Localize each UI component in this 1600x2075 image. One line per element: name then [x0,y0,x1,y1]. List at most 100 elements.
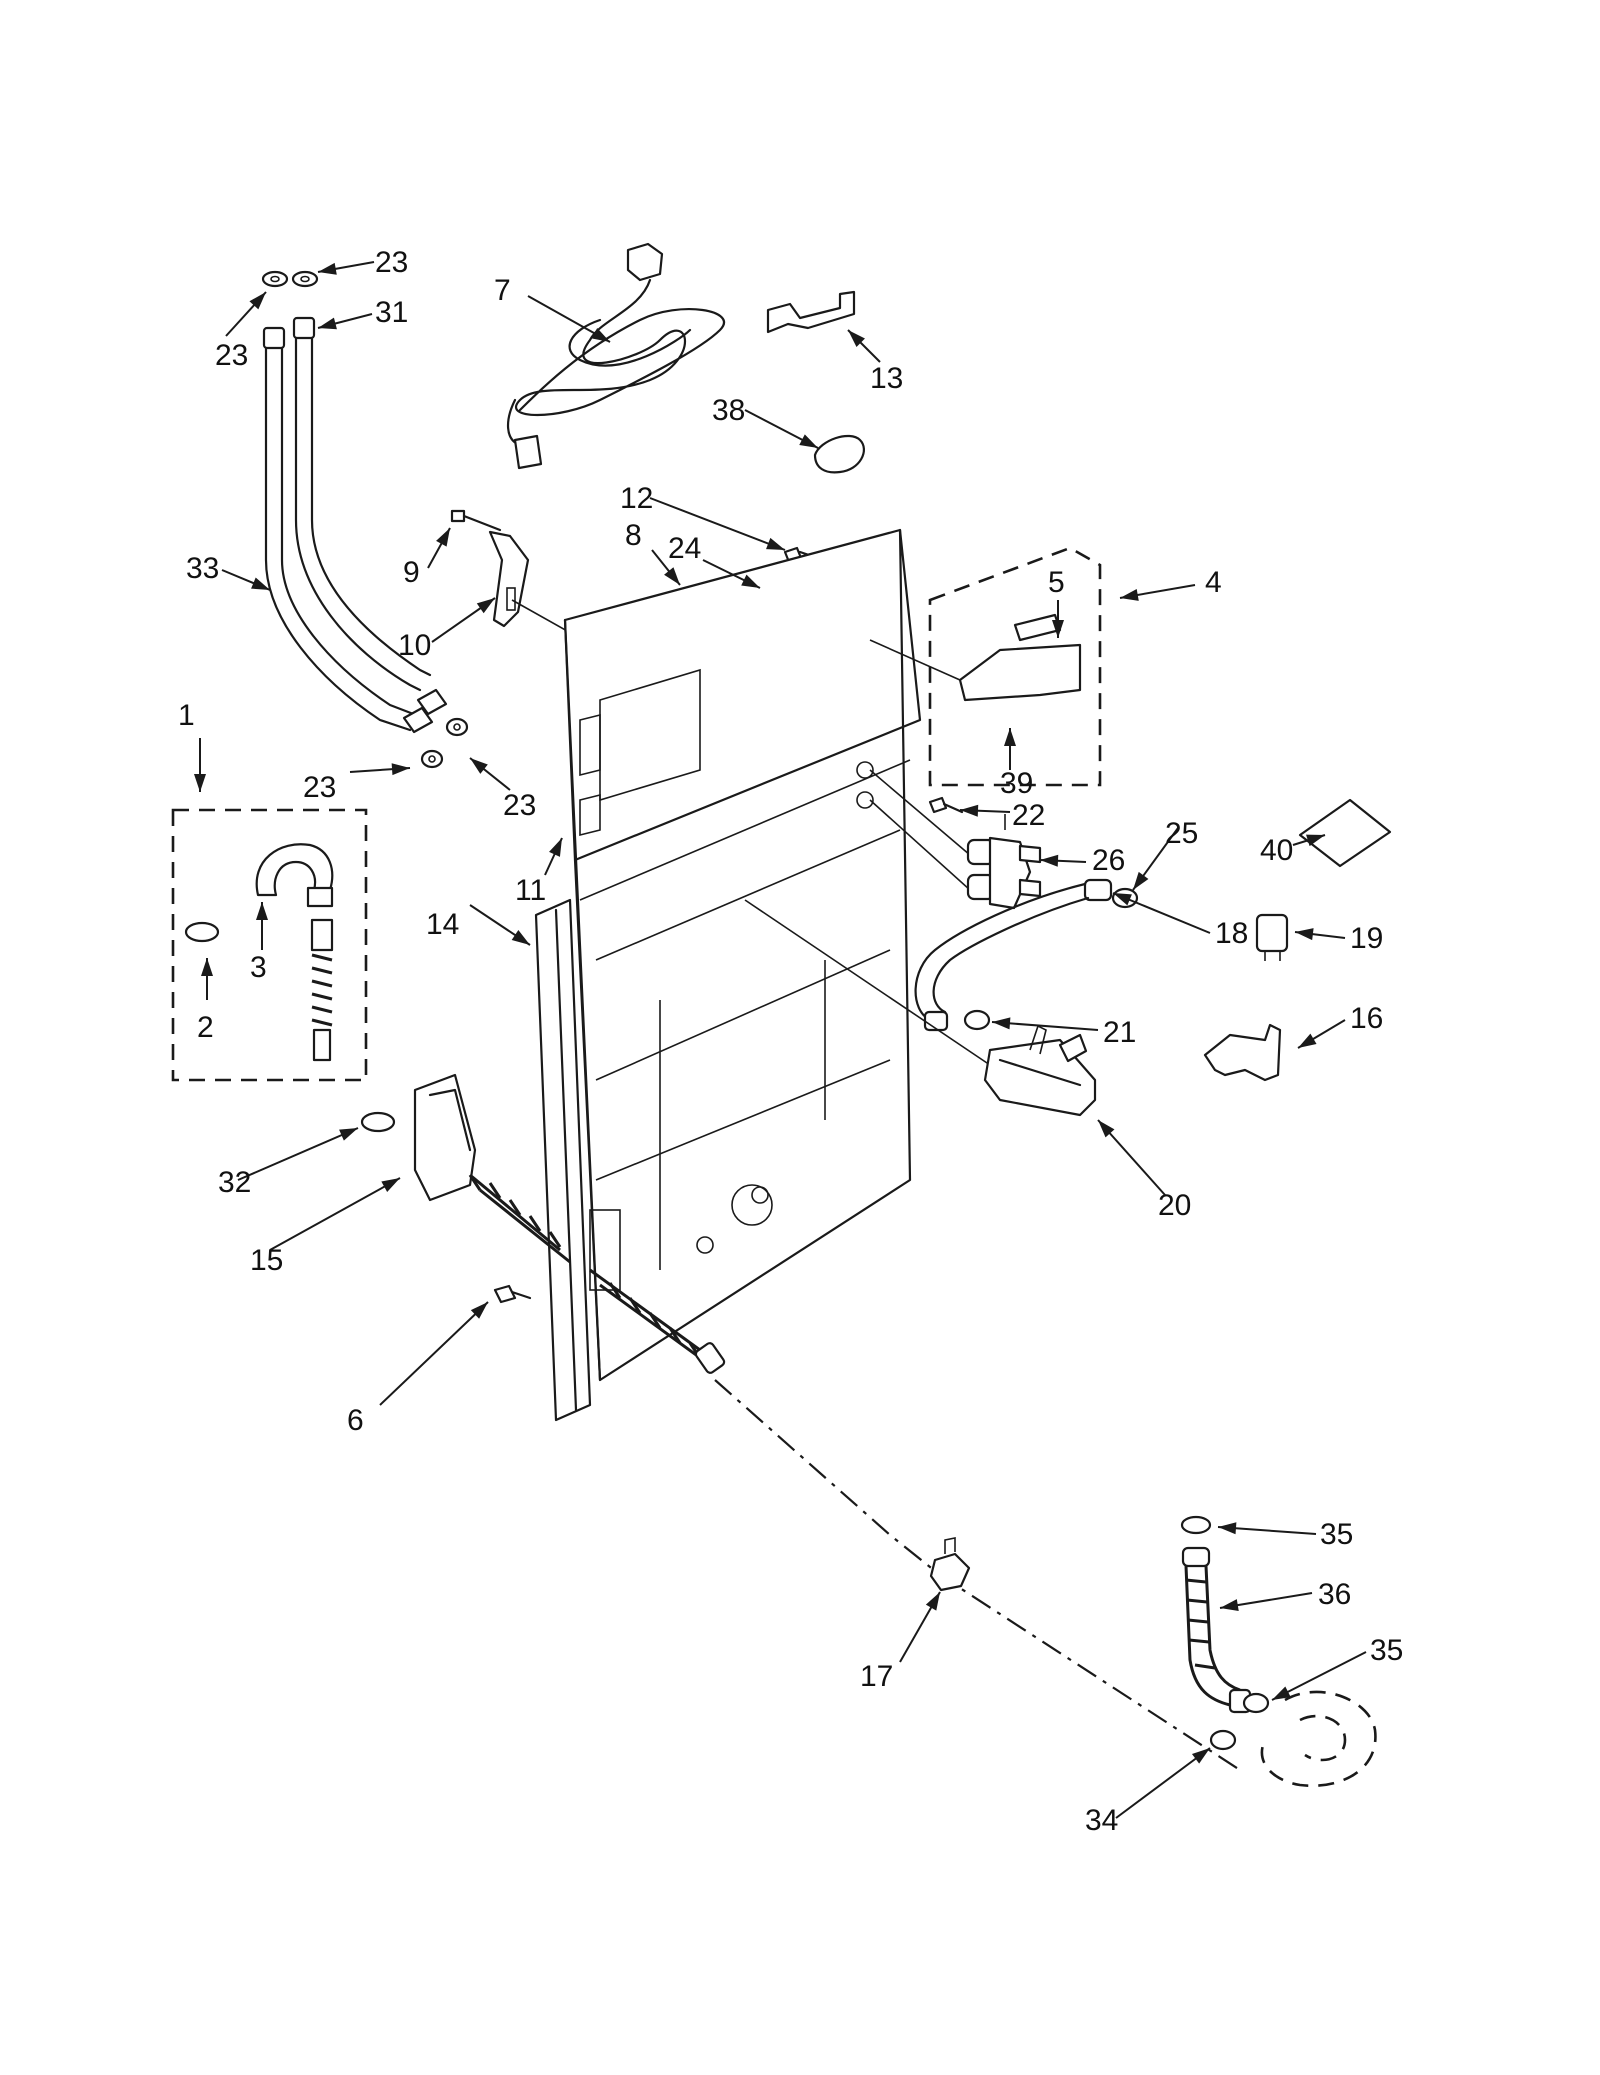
callout-10: 10 [398,629,431,662]
callout-19: 19 [1350,922,1383,955]
clip-38-part [813,434,865,474]
power-cord-part [507,242,725,470]
bracket-16-part [1203,1023,1282,1082]
callout-23-top-right: 23 [375,246,408,279]
outlet-hose-36-part [1181,1546,1252,1714]
callout-21: 21 [1103,1016,1136,1049]
leader-arrowhead [1052,620,1064,638]
callout-40: 40 [1260,834,1293,867]
leader-arrowhead [201,958,213,976]
leader-arrowhead [1295,928,1314,941]
callout-3: 3 [250,951,267,984]
clamp-34-part [1209,1729,1237,1751]
leader-line [237,1127,359,1181]
inlet-hoses-part [262,316,448,734]
leader-arrowhead [339,1128,358,1141]
capacitor-19-part [1255,913,1289,961]
side-rail-part [534,898,592,1422]
screw-6-part [493,1284,532,1304]
bracket-13-part [766,290,856,334]
callout-14: 14 [426,908,459,941]
callout-23-mid-right: 23 [503,789,536,822]
kit-4-part [869,546,1102,787]
leader-arrowhead [1113,893,1132,906]
leader-arrowhead [1004,728,1016,746]
callout-18: 18 [1215,917,1248,950]
drain-hose-part [468,1173,726,1374]
callout-7: 7 [494,274,511,307]
leader-arrowhead [1040,854,1059,867]
dispenser-20-part [744,899,1097,1117]
callout-36: 36 [1318,1578,1351,1611]
callout-23-mid-left: 23 [303,771,336,804]
rear-panel-part [563,528,922,1382]
leader-arrowhead [251,577,270,590]
clamp-35-top-part [1180,1515,1212,1535]
callout-23-top-left: 23 [215,339,248,372]
callout-35-top: 35 [1320,1518,1353,1551]
drain-routing-line [714,1379,1241,1771]
leader-arrowhead [1120,589,1139,601]
leader-arrowhead [256,902,268,920]
callout-26: 26 [1092,844,1125,877]
callout-38: 38 [712,394,745,427]
callout-24: 24 [668,532,701,565]
connector-17-part [929,1537,971,1592]
callout-15: 15 [250,1244,283,1277]
leader-arrowhead [391,763,410,776]
callout-25: 25 [1165,817,1198,850]
leader-arrowhead [848,330,865,347]
callout-1: 1 [178,699,195,732]
callout-16: 16 [1350,1002,1383,1035]
leader-arrowhead [664,567,680,585]
washer-23-bottom-part [420,717,469,769]
leader-arrowhead [1191,1748,1210,1764]
clamp-21-part [963,1009,991,1031]
cover-15-part [413,1073,477,1202]
leader-arrowhead [1218,1522,1237,1535]
leader-arrowhead [1220,1599,1239,1612]
leader-line [379,1301,489,1406]
pump-outline-part [1260,1690,1377,1788]
leader-arrowhead [799,434,818,448]
leader-lines [194,261,1367,1819]
leader-arrowhead [1298,1033,1317,1048]
leader-arrowhead [318,262,337,275]
callout-31: 31 [375,296,408,329]
leader-arrowhead [318,317,337,330]
leader-line [269,1177,401,1251]
leader-arrowhead [381,1178,400,1192]
callout-17: 17 [860,1660,893,1693]
callout-5: 5 [1048,566,1065,599]
leader-arrowhead [194,774,206,792]
callout-labels: 1 2 3 4 5 6 7 8 9 10 11 12 13 14 15 16 1… [178,246,1403,1837]
callout-39: 39 [1000,767,1033,800]
leader-arrowhead [1272,1686,1291,1700]
leader-arrowhead [1133,871,1149,890]
callout-9: 9 [403,556,420,589]
label-40-part [1298,798,1392,868]
callout-35-bottom: 35 [1370,1634,1403,1667]
clamp-32-part [360,1111,396,1133]
leader-line [649,497,786,551]
kit-1-part [171,808,368,1082]
leader-arrowhead [741,574,760,588]
callout-12: 12 [620,482,653,515]
leader-arrowhead [436,528,450,547]
leader-arrowhead [476,598,495,614]
leader-arrowhead [1306,834,1325,847]
valve-26-part [869,769,1042,910]
leader-arrowhead [1098,1120,1115,1138]
leader-arrowhead [591,327,610,342]
callout-33: 33 [186,552,219,585]
callout-32: 32 [218,1166,251,1199]
callout-34: 34 [1085,1804,1118,1837]
leader-arrowhead [960,804,979,817]
leader-arrowhead [470,758,488,774]
callout-4: 4 [1205,566,1222,599]
leader-line [1115,1747,1211,1819]
leader-arrowhead [549,838,562,857]
leader-arrowhead [470,1302,488,1319]
callout-8: 8 [625,519,642,552]
